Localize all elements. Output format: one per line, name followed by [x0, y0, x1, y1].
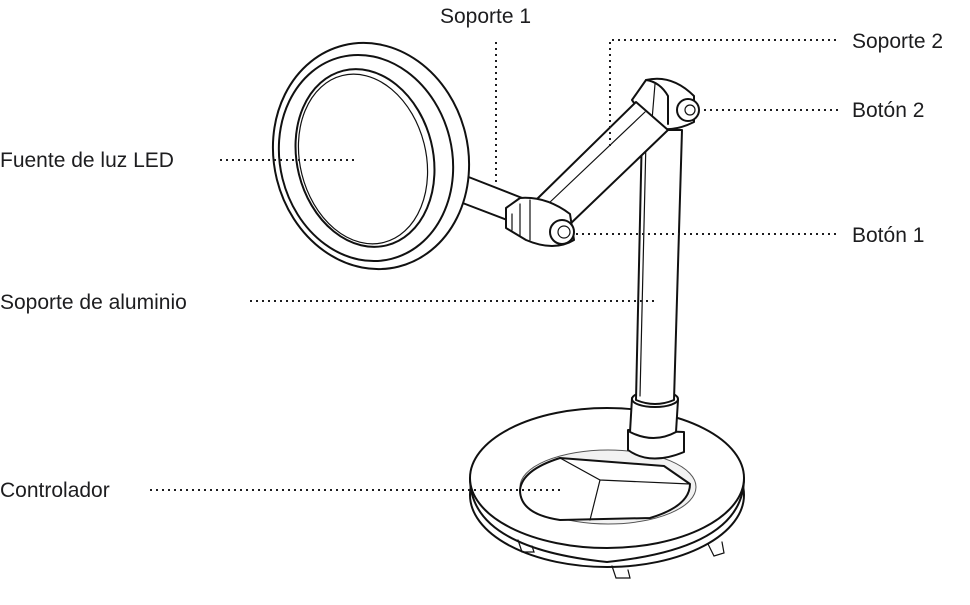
label-fuente-luz-led: Fuente de luz LED [0, 149, 174, 172]
leader-lines [150, 39, 838, 491]
label-soporte-aluminio: Soporte de aluminio [0, 291, 187, 314]
fuente-luz-led-head [271, 41, 471, 271]
label-soporte-1: Soporte 1 [440, 5, 532, 28]
label-boton-1: Botón 1 [852, 224, 925, 247]
soporte-aluminio-pole [635, 129, 683, 405]
joint-boton-1 [505, 196, 575, 247]
label-boton-2: Botón 2 [852, 99, 925, 122]
controlador-plate [519, 449, 697, 525]
label-controlador: Controlador [0, 479, 110, 502]
leader-soporte-2 [609, 39, 838, 146]
label-soporte-2: Soporte 2 [852, 30, 944, 53]
